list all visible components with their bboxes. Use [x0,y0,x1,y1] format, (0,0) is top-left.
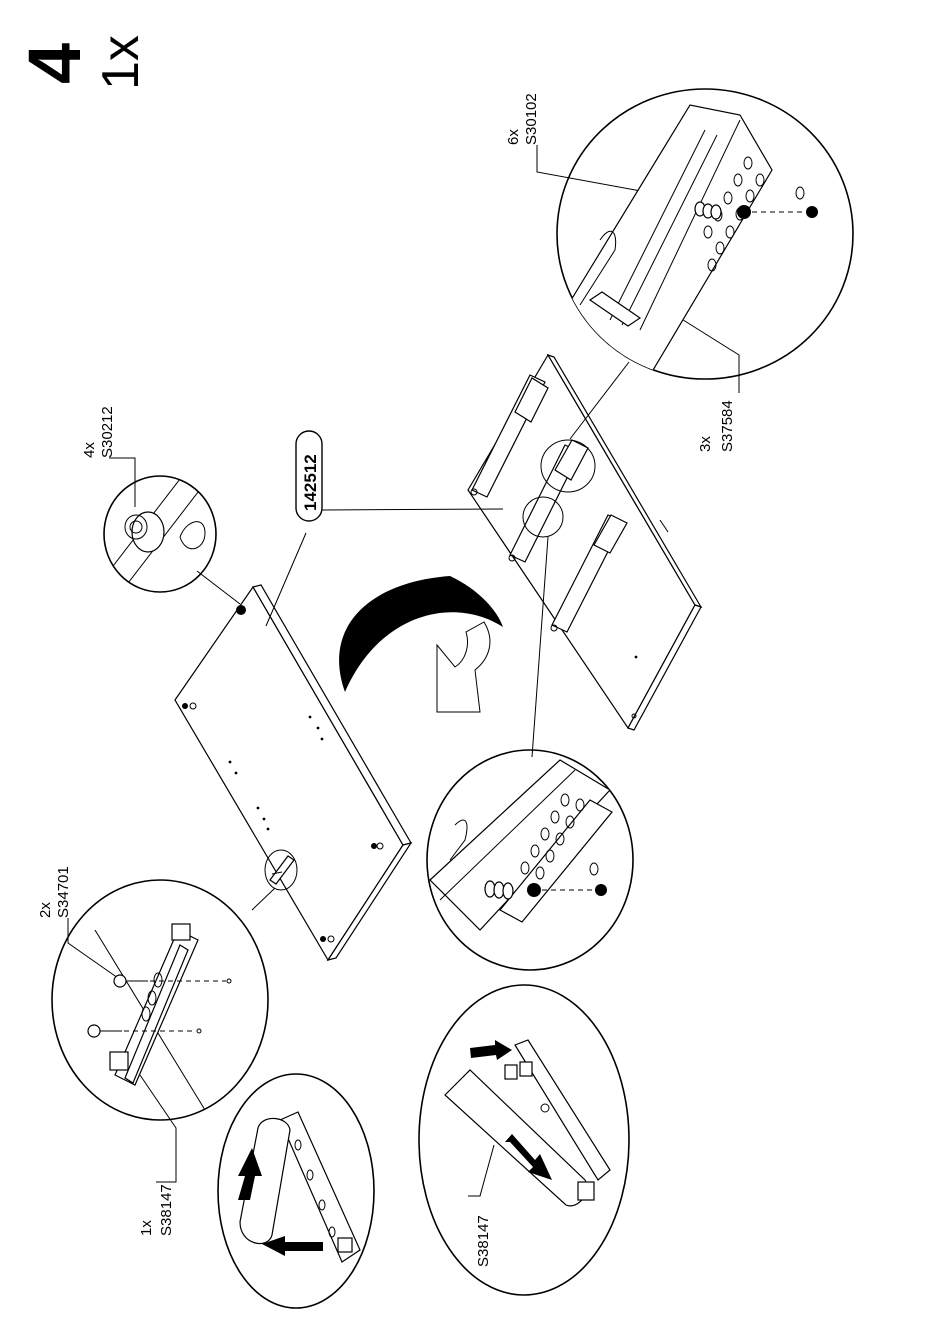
runner-code: S37584 [719,400,736,452]
part-id-badge: 142512 [296,431,322,521]
cover-strip-bottom-code: S38147 [475,1215,492,1267]
runner-qty: 3x [697,436,714,452]
cam-lock-qty: 4x [81,442,98,458]
drawer-base-panel [468,355,701,730]
screw-detail [52,880,268,1120]
dowel-qty: 6x [505,129,522,145]
rotate-arrow-icon [339,576,503,712]
part-id: 142512 [301,454,320,511]
dowel-detail-top [557,89,853,392]
dowel-code: S30102 [523,93,540,145]
step-header: 4 1x [13,35,150,90]
cam-lock-code: S30212 [99,406,116,458]
cover-strip-code: S38147 [158,1184,175,1236]
screw-code: S34701 [55,866,72,918]
cover-strip-qty: 1x [138,1220,155,1236]
step-quantity: 1x [92,35,150,90]
arrow-up-right-icon [470,1040,512,1060]
strip-detail-a [218,1074,374,1308]
cam-lock-detail [104,440,216,600]
step-number: 4 [13,43,96,84]
strip-detail-b [419,985,629,1295]
dowel-detail-mid [427,750,633,970]
arrow-right-icon [262,1236,323,1256]
screw-qty: 2x [37,902,54,918]
cam-hole-icon [236,605,246,615]
